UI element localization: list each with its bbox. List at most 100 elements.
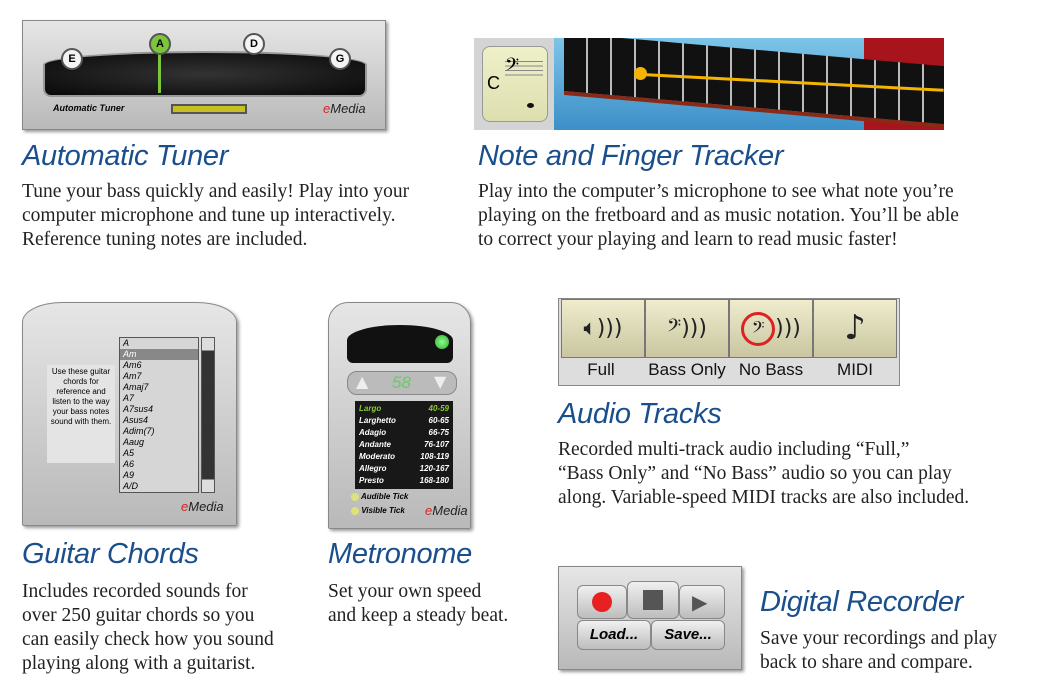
line: and keep a steady beat. xyxy=(328,605,509,626)
note-head xyxy=(527,103,534,108)
option-light-icon xyxy=(351,492,359,501)
chord-list-scrollbar[interactable] xyxy=(201,337,215,493)
tempo-item[interactable]: Moderato 108-119 xyxy=(359,451,449,463)
recorder-panel: ▶ Load... Save... xyxy=(558,566,742,670)
tuner-note-e[interactable]: E xyxy=(61,48,83,70)
stop-icon xyxy=(643,590,663,610)
metronome-description: Set your own speed and keep a steady bea… xyxy=(328,580,508,628)
play-button[interactable]: ▶ xyxy=(679,585,725,619)
chord-list-item[interactable]: A6 xyxy=(123,459,135,469)
chord-list-item[interactable]: A xyxy=(123,338,130,348)
track-no-bass-button[interactable]: 𝄢))) xyxy=(729,299,813,358)
automatic-tuner-description: Tune your bass quickly and easily! Play … xyxy=(22,180,409,252)
chord-list-item[interactable]: Am6 xyxy=(123,360,142,370)
tuner-panel: E A D G Automatic Tuner eMedia xyxy=(22,20,386,130)
line: can easily check how you sound xyxy=(22,629,274,650)
load-button[interactable]: Load... xyxy=(577,620,651,650)
audible-tick-option[interactable]: Audible Tick xyxy=(351,492,408,501)
tempo-item[interactable]: Andante 76-107 xyxy=(359,439,449,451)
track-full-button[interactable]: 🔈︎))) xyxy=(561,299,645,358)
save-button[interactable]: Save... xyxy=(651,620,725,650)
chord-list-item[interactable]: Am xyxy=(120,349,198,360)
chord-list-item[interactable]: Adim(7) xyxy=(123,426,155,436)
line: playing along with a guitarist. xyxy=(22,653,256,674)
tempo-name: Allegro xyxy=(359,464,387,473)
line: along. Variable-speed MIDI tracks are al… xyxy=(558,487,970,508)
tuner-note-d[interactable]: D xyxy=(243,33,265,55)
chord-list-item[interactable]: A7 xyxy=(123,393,135,403)
chord-list-item[interactable]: A7sus4 xyxy=(123,404,154,414)
tempo-name: Andante xyxy=(359,440,391,449)
chord-list-item[interactable]: A/D xyxy=(123,481,139,491)
metronome-heading: Metronome xyxy=(328,538,472,570)
track-midi-button[interactable]: ♪ xyxy=(813,299,897,358)
notation-card: C 𝄢 xyxy=(482,46,548,122)
line: over 250 guitar chords so you xyxy=(22,605,255,626)
visible-tick-option[interactable]: Visible Tick xyxy=(351,506,405,515)
tuner-note-g[interactable]: G xyxy=(329,48,351,70)
finger-position-dot xyxy=(634,67,647,80)
tempo-range: 66-75 xyxy=(428,428,449,437)
tempo-name: Moderato xyxy=(359,452,395,461)
tempo-down-button[interactable]: ▼ xyxy=(434,372,447,391)
record-button[interactable] xyxy=(577,585,627,619)
chord-list-item[interactable]: Amaj7 xyxy=(123,382,149,392)
chord-list-item[interactable]: Am7 xyxy=(123,371,142,381)
bass-clef-sound-icon: 𝄢))) xyxy=(667,316,707,341)
tempo-range: 60-65 xyxy=(428,416,449,425)
play-icon: ▶ xyxy=(692,590,708,614)
line: back to share and compare. xyxy=(760,652,973,673)
emedia-logo: eMedia xyxy=(425,503,468,518)
guitar-chords-panel: Use these guitar chords for reference an… xyxy=(22,302,237,526)
audio-tracks-description: Recorded multi-track audio including “Fu… xyxy=(558,438,969,510)
audio-tracks-heading: Audio Tracks xyxy=(558,398,722,430)
tuner-display xyxy=(43,51,367,97)
stop-button[interactable] xyxy=(627,581,679,619)
tempo-item[interactable]: Largo 40-59 xyxy=(359,403,449,415)
line: Recorded multi-track audio including “Fu… xyxy=(558,439,910,460)
line: Save your recordings and play xyxy=(760,628,998,649)
line: Set your own speed xyxy=(328,581,482,602)
speaker-icon: 🔈︎))) xyxy=(583,316,623,341)
option-label: Visible Tick xyxy=(361,506,405,515)
automatic-tuner-heading: Automatic Tuner xyxy=(22,140,229,172)
bass-clef-icon: 𝄢 xyxy=(505,55,520,80)
tempo-range: 76-107 xyxy=(424,440,449,449)
tuner-note-a[interactable]: A xyxy=(149,33,171,55)
bpm-display: 58 xyxy=(392,373,411,392)
line: playing on the fretboard and as music no… xyxy=(478,205,959,226)
note-tracker-description: Play into the computer’s microphone to s… xyxy=(478,180,959,252)
option-light-icon xyxy=(351,506,359,515)
tempo-range: 40-59 xyxy=(428,404,449,413)
record-icon xyxy=(592,592,612,612)
chord-list-item[interactable]: A9 xyxy=(123,470,135,480)
tempo-range: 108-119 xyxy=(420,452,449,461)
tuner-level-meter xyxy=(171,104,247,114)
track-label: MIDI xyxy=(837,360,873,379)
tempo-range: 168-180 xyxy=(419,476,449,485)
audio-tracks-panel: 🔈︎))) 𝄢))) 𝄢))) ♪ Full Bass Only No Bass… xyxy=(558,298,900,386)
no-bass-icon: 𝄢 xyxy=(741,312,776,346)
tempo-control: ▲ 58 ▼ xyxy=(347,371,457,395)
track-label: Bass Only xyxy=(648,360,726,379)
guitar-chords-description: Includes recorded sounds for over 250 gu… xyxy=(22,580,274,676)
tempo-up-button[interactable]: ▲ xyxy=(356,372,369,391)
tempo-name: Largo xyxy=(359,404,382,413)
track-bass-only-button[interactable]: 𝄢))) xyxy=(645,299,729,358)
line: Play into the computer’s microphone to s… xyxy=(478,181,954,202)
chord-list-item[interactable]: Aaug xyxy=(123,437,145,447)
digital-recorder-description: Save your recordings and play back to sh… xyxy=(760,627,997,675)
track-label: No Bass xyxy=(738,360,804,379)
track-label: Full xyxy=(587,360,615,379)
chord-list-item[interactable]: A5 xyxy=(123,448,135,458)
emedia-logo: eMedia xyxy=(323,101,366,116)
chord-list-item[interactable]: Asus4 xyxy=(123,415,149,425)
staff xyxy=(505,61,543,79)
